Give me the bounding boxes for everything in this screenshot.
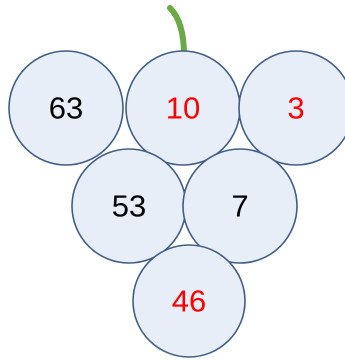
grape-46: 46 <box>133 245 245 357</box>
grape-number: 63 <box>49 91 83 126</box>
grape-stem <box>170 8 184 55</box>
grape-63: 63 <box>9 51 123 165</box>
grape-number: 7 <box>231 189 248 224</box>
grape-number: 53 <box>112 189 146 224</box>
grape-number: 10 <box>166 91 200 126</box>
grape-number: 3 <box>287 91 304 126</box>
grape-3: 3 <box>239 51 345 165</box>
grape-number: 46 <box>172 284 206 319</box>
grape-53: 53 <box>72 149 186 263</box>
grape-10: 10 <box>126 51 240 165</box>
